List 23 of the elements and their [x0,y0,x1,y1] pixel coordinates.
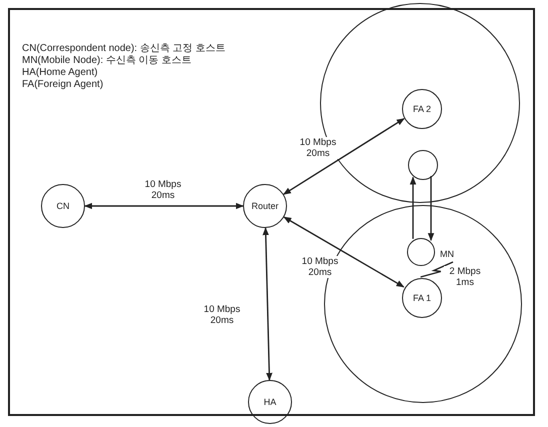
arrow [262,227,272,381]
arrow [410,176,416,239]
edge-label: 10 Mbps 20ms [299,256,341,278]
node-circle: CN [41,184,85,228]
legend-note: HA(Home Agent) [22,67,98,79]
node-circle: FA 1 [402,278,442,318]
circle-node [408,150,438,180]
node-circle: HA [248,380,292,424]
legend-note: CN(Correspondent node): 송신측 고정 호스트 [22,43,226,55]
circle-node [407,238,435,266]
legend-note: FA(Foreign Agent) [22,79,104,91]
node-circle: Router [243,184,287,228]
node-caption: MN [440,249,454,259]
edge-label: 10 Mbps 20ms [297,137,339,159]
arrow [282,118,405,195]
wireless-link [420,261,454,278]
arrow [283,216,404,288]
edge-label: 10 Mbps 20ms [201,304,243,326]
arrow [428,176,434,242]
node-circle: FA 2 [402,89,442,129]
legend-note: MN(Mobile Node): 수신측 이동 호스트 [22,55,192,67]
arrow [84,202,244,210]
edge-label: 10 Mbps 20ms [142,179,184,201]
